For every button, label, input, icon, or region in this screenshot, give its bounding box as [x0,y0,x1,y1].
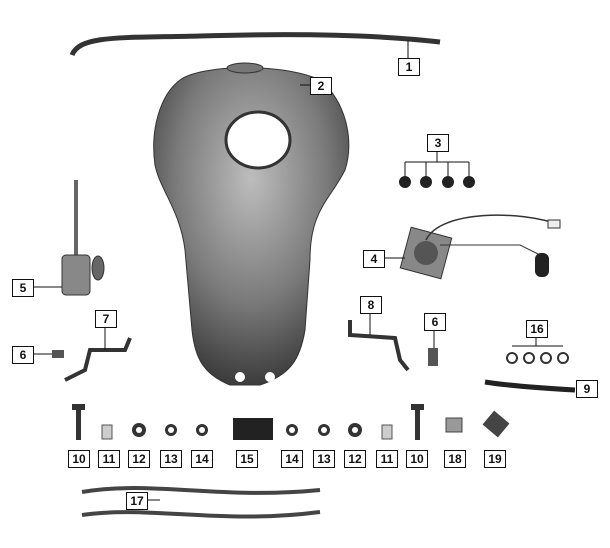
bracket-left-part [34,327,132,382]
callout-11-right: 11 [376,450,398,468]
callout-11-left: 11 [98,450,120,468]
callout-12-right: 12 [344,450,366,468]
callout-13-right: 13 [313,450,335,468]
clamps-part [506,336,569,364]
callout-1: 1 [398,58,420,76]
callout-10-right: 10 [406,450,428,468]
callout-2: 2 [310,77,332,95]
callout-13-left: 13 [160,450,182,468]
callout-7: 7 [95,310,117,328]
callout-4: 4 [363,250,385,268]
callout-14-right: 14 [281,450,303,468]
fuel-petcock-part [34,180,105,296]
hose-part [484,379,576,393]
callout-3: 3 [427,134,449,152]
fuel-hose-part [69,32,441,57]
callout-17: 17 [126,492,148,510]
callout-9: 9 [576,380,598,398]
nuts-part [399,150,475,188]
fuel-sender-part [385,214,561,280]
callout-12-left: 12 [128,450,150,468]
callout-19: 19 [484,450,506,468]
callout-15: 15 [236,450,258,468]
callout-6-right: 6 [424,313,446,331]
bracket-right-part [348,313,438,372]
hoses-bottom-part [81,486,321,519]
callout-10-left: 10 [68,450,90,468]
callout-5: 5 [12,279,34,297]
hardware-parts [72,404,510,440]
callout-8: 8 [360,296,382,314]
callout-16: 16 [526,320,548,338]
callout-6-left: 6 [12,346,34,364]
callout-18: 18 [444,450,466,468]
callout-14-left: 14 [191,450,213,468]
